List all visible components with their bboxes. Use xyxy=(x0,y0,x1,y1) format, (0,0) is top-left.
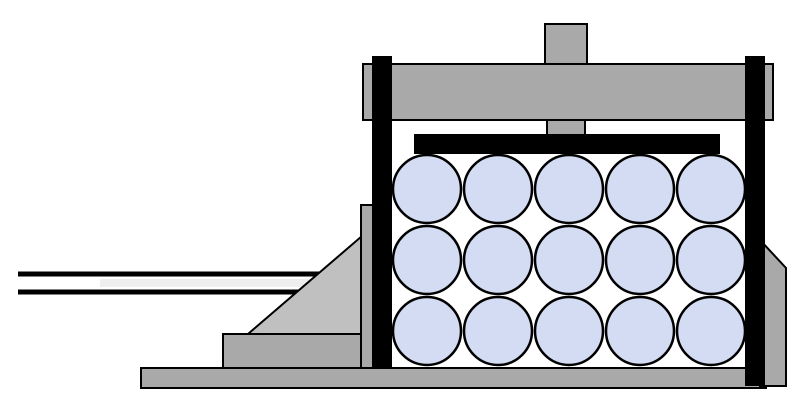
top-ram-upper xyxy=(544,23,588,69)
cylindrical-cell-icon xyxy=(604,224,676,296)
cable-tubes xyxy=(18,271,320,295)
cylindrical-cell-icon xyxy=(533,224,605,296)
cylindrical-cell-icon xyxy=(462,153,534,225)
pressure-plate xyxy=(414,134,720,154)
cylindrical-cell-icon xyxy=(675,153,747,225)
lower-block-left xyxy=(222,333,371,369)
cell-grid xyxy=(391,153,747,367)
cylindrical-cell-icon xyxy=(604,295,676,367)
cylindrical-cell-icon xyxy=(533,153,605,225)
cylindrical-cell-icon xyxy=(533,295,605,367)
right-rod xyxy=(745,56,765,386)
cylindrical-cell-icon xyxy=(391,153,463,225)
cylindrical-cell-icon xyxy=(604,153,676,225)
cylindrical-cell-icon xyxy=(391,295,463,367)
cylindrical-cell-icon xyxy=(675,224,747,296)
cylindrical-cell-icon xyxy=(462,224,534,296)
cylindrical-cell-icon xyxy=(675,295,747,367)
left-rod xyxy=(372,56,392,368)
cylindrical-cell-icon xyxy=(391,224,463,296)
cylindrical-cell-icon xyxy=(462,295,534,367)
top-crossbeam xyxy=(362,63,774,121)
base-plate xyxy=(140,367,767,389)
